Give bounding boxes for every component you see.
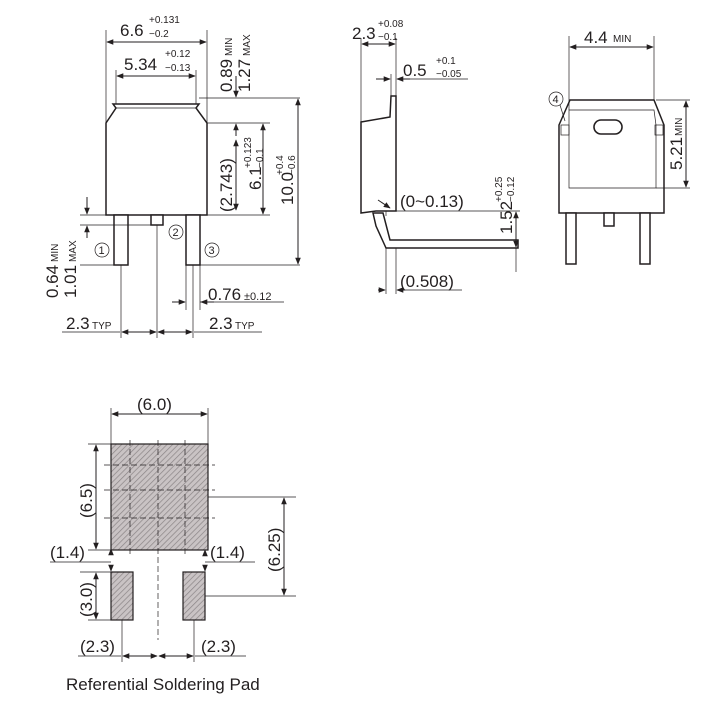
dim-pitch-left-main: 2.3 <box>66 314 90 333</box>
dim-gap-left: (1.4) <box>50 543 85 562</box>
dim-101-main: 1.01 <box>61 265 80 298</box>
dim-pad-length: (3.0) <box>77 582 96 617</box>
dim-tab-width-sub: −0.13 <box>165 63 191 74</box>
svg-text:2: 2 <box>173 227 179 239</box>
pad-lead-1 <box>110 571 134 621</box>
dim-total-height-sup: +0.4 <box>275 155 286 175</box>
back-lead-3 <box>639 212 651 265</box>
dim-tab-width-sup: +0.12 <box>165 49 191 60</box>
dim-back-height-qual: MIN <box>674 118 685 136</box>
svg-text:6.6: 6.6 <box>120 21 144 40</box>
dim-lead-width-main: 0.76 <box>208 285 241 304</box>
side-view: 2.3 +0.08 −0.1 0.5 +0.1 −0.05 (0~0.13) 1… <box>352 19 520 294</box>
dim-tab-width-main: 5.34 <box>124 55 157 74</box>
dim-body-height-sub: −0.1 <box>255 148 266 168</box>
dim-101-qual: MAX <box>68 240 79 262</box>
dim-089-qual: MIN <box>224 38 235 56</box>
lead-2-stub <box>150 214 164 226</box>
dim-pitch-left-qual: TYP <box>92 321 112 332</box>
dim-pad-width: (6.0) <box>137 395 172 414</box>
back-body <box>558 99 665 214</box>
dim-thickness-main: 2.3 <box>352 24 376 43</box>
dim-width-sup: +0.131 <box>149 15 180 26</box>
dim-pad-pitch-left: (2.3) <box>80 637 115 656</box>
dim-total-height-main: 10.0 <box>278 172 297 205</box>
dim-lead-width-tol: ±0.12 <box>244 291 271 303</box>
dim-lead-length-sup: +0.25 <box>494 176 505 202</box>
slot <box>593 119 623 135</box>
dim-pad-pitch-right: (2.3) <box>201 637 236 656</box>
dim-tab-thickness-sup: +0.1 <box>436 56 456 67</box>
dim-back-width-qual: MIN <box>613 34 631 45</box>
back-lead-1 <box>565 212 577 265</box>
side-body <box>360 95 397 214</box>
dim-gap-right: (1.4) <box>210 543 245 562</box>
lead-1 <box>113 214 129 266</box>
pin-3-label: 3 <box>204 242 220 258</box>
dim-total-height-sub: −0.6 <box>287 155 298 175</box>
dim-lead-length-main: 1.52 <box>497 201 516 234</box>
dim-thickness-sub: −0.1 <box>378 32 398 43</box>
dim-tab-thickness-sub: −0.05 <box>436 69 462 80</box>
dim-thickness-sup: +0.08 <box>378 19 404 30</box>
dim-standoff: (0~0.13) <box>400 192 464 211</box>
dim-body-height-sup: +0.123 <box>243 137 254 168</box>
pin-2-label: 2 <box>168 224 184 240</box>
lead-3 <box>185 214 201 266</box>
dim-pitch-right-qual: TYP <box>235 321 255 332</box>
pad-lead-3 <box>182 571 206 621</box>
dim-pad-span: (6.25) <box>265 528 284 572</box>
pin-1-label: 1 <box>94 242 110 258</box>
soldering-pad-view: (6.0) (6.5) (6.25) (1.4) (1.4) (3.0) <box>50 395 296 694</box>
dim-pad-height: (6.5) <box>77 483 96 518</box>
pad-tab <box>110 443 209 551</box>
top-view: 6.6 +0.131 −0.2 5.34 +0.12 −0.13 0.89 MI… <box>43 15 301 338</box>
back-view: 4 4.4 MIN 5.21 MIN <box>548 28 690 265</box>
dim-lead-thickness: (0.508) <box>400 272 454 291</box>
dim-pitch-right-main: 2.3 <box>209 314 233 333</box>
dim-tab-thickness-main: 0.5 <box>403 61 427 80</box>
dim-064-main: 0.64 <box>43 265 62 298</box>
dim-127-qual: MAX <box>242 34 253 56</box>
back-lead-2-stub <box>603 212 615 227</box>
dim-width-sub: −0.2 <box>149 29 169 40</box>
package-body <box>105 103 208 216</box>
pad-caption: Referential Soldering Pad <box>66 675 260 694</box>
svg-text:4: 4 <box>553 94 559 106</box>
dim-127-main: 1.27 <box>235 59 254 92</box>
dim-2743: (2.743) <box>217 158 236 212</box>
dim-width-main: 6.6 <box>120 21 144 40</box>
dim-back-height-main: 5.21 <box>667 137 686 170</box>
dim-body-height-main: 6.1 <box>246 166 265 190</box>
dim-lead-length-sub: −0.12 <box>506 176 517 202</box>
dim-064-qual: MIN <box>50 244 61 262</box>
dim-089-main: 0.89 <box>217 59 236 92</box>
svg-text:3: 3 <box>209 245 215 257</box>
dim-back-width-main: 4.4 <box>584 28 608 47</box>
svg-text:1: 1 <box>99 245 105 257</box>
tab-4-label: 4 <box>548 91 566 122</box>
